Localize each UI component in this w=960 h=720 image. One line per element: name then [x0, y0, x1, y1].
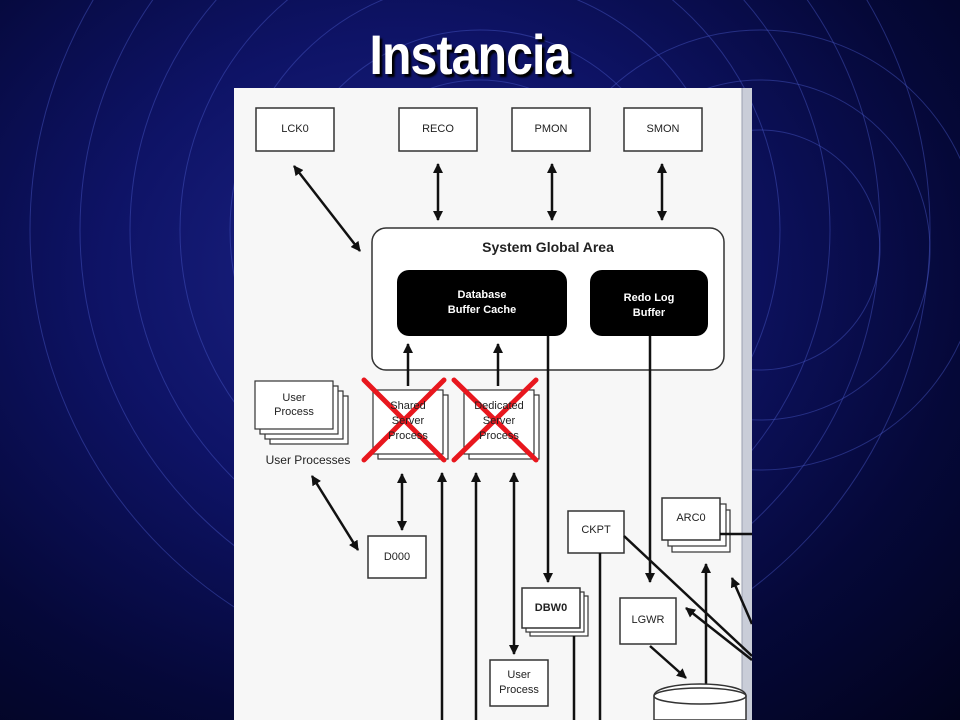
sga-title: System Global Area	[482, 239, 614, 255]
lgwr-box	[619, 597, 677, 645]
user-process-label-1: User	[282, 392, 306, 404]
ckpt-box	[567, 510, 625, 554]
pmon-label: PMON	[534, 123, 568, 135]
buffer-cache-box	[397, 270, 567, 336]
d000-box	[367, 535, 427, 579]
smon-label: SMON	[646, 123, 680, 135]
arc0-label: ARC0	[676, 512, 706, 524]
user-processes-caption: User Processes	[265, 453, 351, 467]
lck0-sga-arrow	[293, 165, 361, 252]
architecture-diagram: LCK0 RECO PMON SMON System Global Area D…	[234, 88, 752, 720]
reco-box	[398, 107, 478, 152]
dedicated-server-label-2: Server	[482, 415, 516, 427]
reco-label: RECO	[422, 123, 454, 135]
d000-label: D000	[383, 551, 411, 563]
shared-server-label-1: Shared	[390, 400, 426, 412]
dbw0-box	[521, 587, 581, 629]
user-process-bottom-label-2: Process	[499, 684, 539, 696]
lgwr-label: LGWR	[631, 614, 665, 626]
shared-server-label-2: Server	[391, 415, 425, 427]
buffer-cache-label-2: Buffer Cache	[447, 304, 517, 316]
user-process-bottom-label-1: User	[507, 669, 531, 681]
user-process-stack	[254, 380, 334, 430]
ckpt-label: CKPT	[581, 524, 611, 536]
slide-title: Instancia	[369, 23, 571, 86]
user-process-label-2: Process	[274, 406, 314, 418]
panel-scrollbar	[742, 88, 752, 720]
redo-buffer-label-1: Redo Log	[623, 292, 675, 304]
shared-server-label-3: Process	[388, 430, 428, 442]
smon-box	[623, 107, 703, 152]
diagram-shapes	[254, 88, 752, 720]
user-process-bottom-box	[489, 659, 549, 707]
dbw0-label: DBW0	[534, 602, 568, 614]
redo-buffer-label-2: Buffer	[632, 307, 666, 319]
dedicated-server-label-1: Dedicated	[474, 400, 524, 412]
pmon-box	[511, 107, 591, 152]
lck0-box	[255, 107, 335, 152]
dedicated-server-label-3: Process	[479, 430, 519, 442]
redo-buffer-box	[590, 270, 708, 336]
cross-shared-server	[361, 377, 447, 463]
buffer-cache-label-1: Database	[457, 289, 507, 301]
cross-dedicated-server	[451, 377, 539, 463]
arc0-box	[661, 497, 721, 541]
lck0-label: LCK0	[281, 123, 309, 135]
